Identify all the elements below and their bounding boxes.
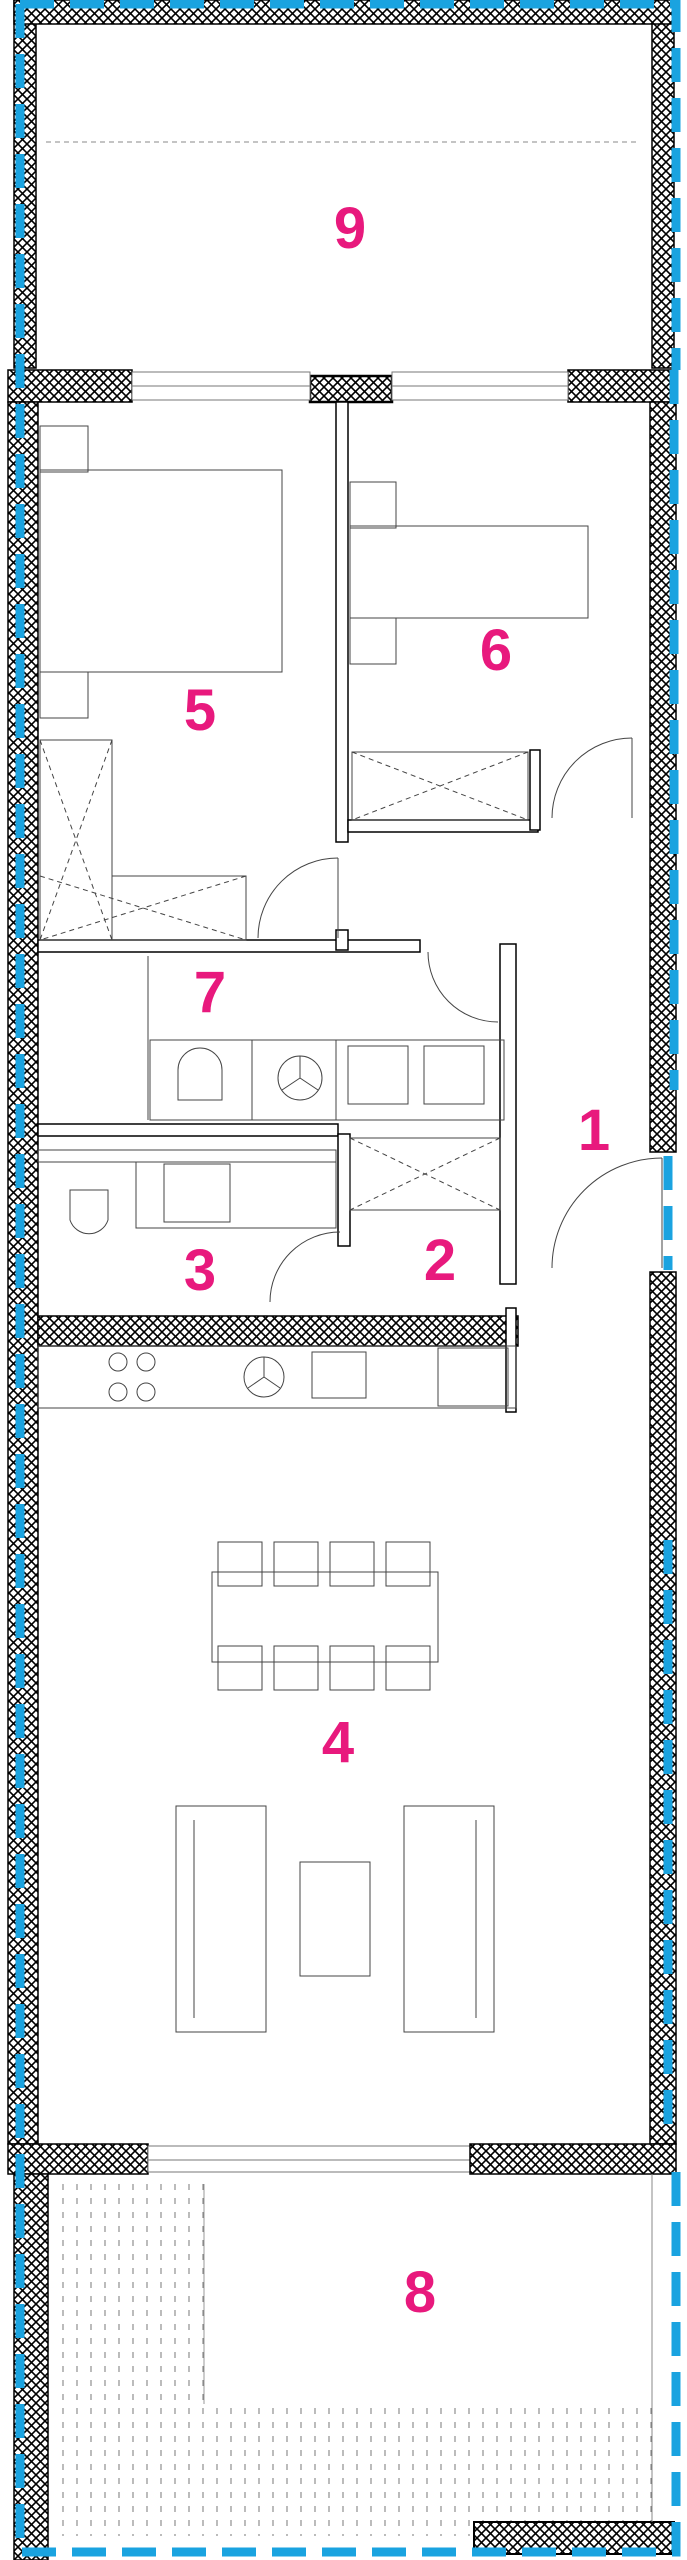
room-labels: 9 6 5 7 1 2 3 4 8	[184, 196, 610, 2325]
room-label-6: 6	[480, 618, 512, 683]
room-label-7: 7	[194, 960, 226, 1025]
wc-3-and-closet-2	[37, 1137, 663, 1303]
room-label-3: 3	[184, 1238, 216, 1303]
room-label-4: 4	[322, 1710, 354, 1775]
terrace-bottom	[13, 2173, 675, 2560]
kitchen-counter	[37, 1345, 517, 1409]
terrace-top	[13, 0, 675, 369]
living-4-furniture	[175, 1541, 495, 2033]
ownership-boundary	[15, 0, 681, 2557]
bathroom-7-fixtures	[147, 951, 505, 1121]
bedroom-6-furniture	[349, 481, 633, 821]
room-label-9: 9	[334, 196, 366, 261]
bedroom-5-furniture	[39, 425, 339, 941]
room-label-1: 1	[578, 1098, 610, 1163]
room-label-2: 2	[424, 1228, 456, 1293]
room-label-5: 5	[184, 678, 216, 743]
interior-walls	[37, 401, 541, 1413]
room-label-8: 8	[404, 2260, 436, 2325]
